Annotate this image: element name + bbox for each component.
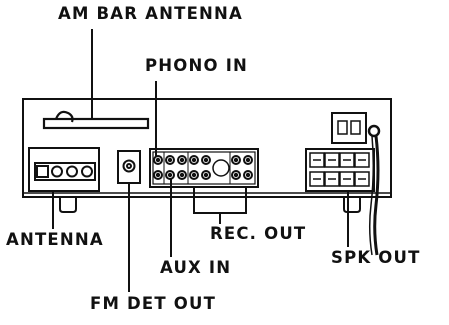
chassis-panel	[22, 98, 392, 198]
voltage-selector-right	[350, 120, 361, 135]
terminal-screw-2	[51, 165, 63, 178]
am-bar-antenna	[42, 117, 150, 130]
rca-jacks-bottom	[153, 170, 253, 180]
label-phono-in: PHONO IN	[145, 56, 249, 75]
speaker-terminals	[309, 152, 370, 187]
foot-left	[59, 197, 77, 213]
label-rec-out: REC. OUT	[210, 224, 307, 243]
power-cord-grommet	[367, 124, 381, 138]
terminal-screw-4	[81, 165, 93, 178]
label-aux-in: AUX IN	[160, 258, 232, 277]
terminal-screw-3	[66, 165, 78, 178]
label-am-bar-antenna: AM BAR ANTENNA	[58, 4, 244, 23]
rca-jack-panel-inner	[152, 151, 256, 185]
voltage-selector-left	[337, 120, 348, 135]
label-fm-det-out: FM DET OUT	[90, 294, 217, 313]
speaker-terminal-block	[305, 148, 375, 192]
rca-jack-panel	[149, 148, 259, 188]
am-antenna-hook	[54, 110, 74, 123]
fm-det-out-jack	[122, 159, 136, 173]
terminal-screw-1	[36, 165, 49, 178]
antenna-terminal-strip	[34, 162, 96, 181]
foot-right	[343, 197, 361, 213]
fm-det-out-jack-center	[126, 163, 132, 169]
power-cord	[373, 135, 380, 256]
label-spk-out: SPK OUT	[331, 248, 421, 267]
antenna-terminal-block	[28, 147, 100, 192]
voltage-selector-plate	[331, 112, 367, 144]
power-cord-inner	[368, 135, 375, 256]
ground-terminal	[212, 159, 230, 177]
label-antenna: ANTENNA	[6, 230, 104, 249]
leader-rec-out	[193, 187, 247, 224]
rca-jacks-top	[153, 155, 253, 165]
